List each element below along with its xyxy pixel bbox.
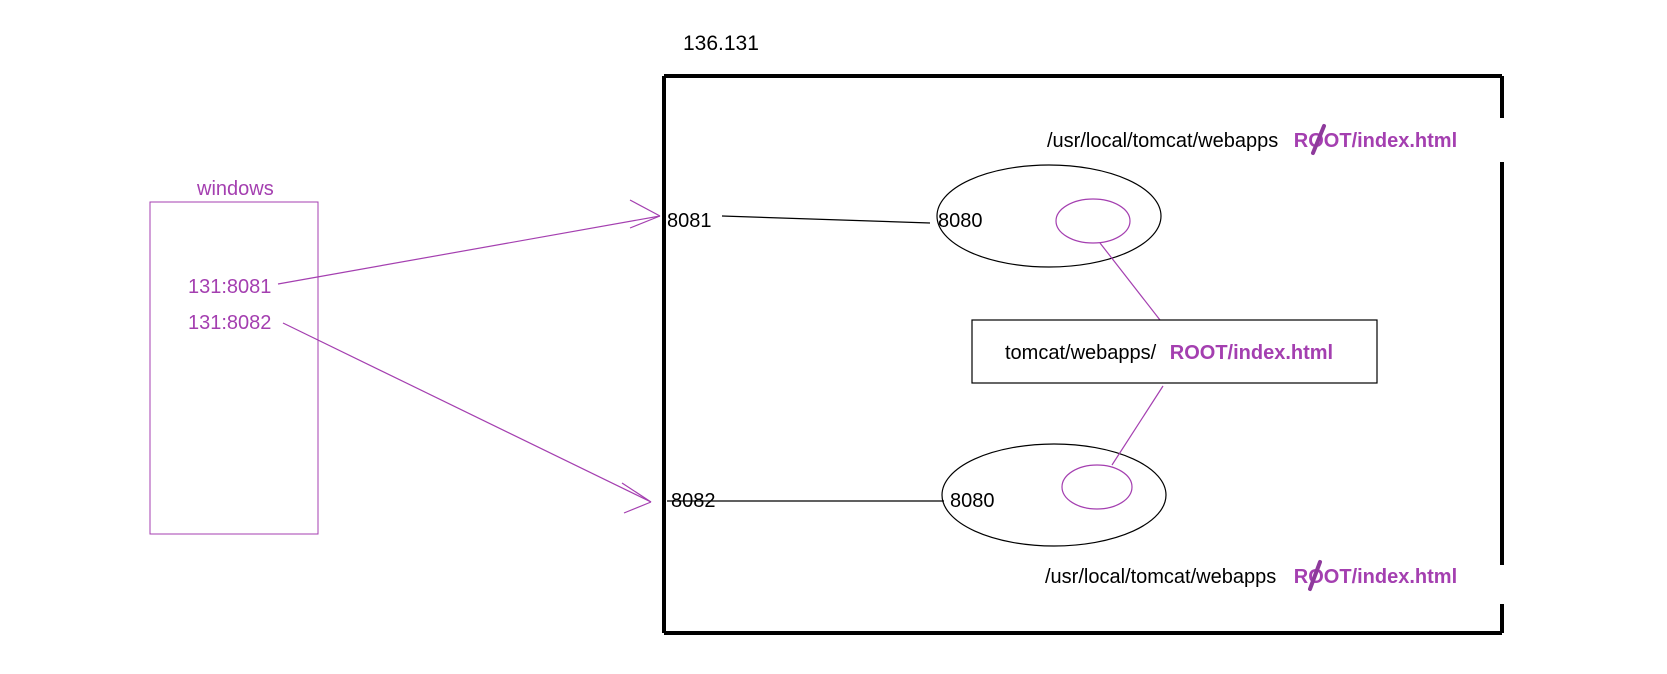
container-bottom-volume bbox=[1061, 464, 1133, 510]
arrow-8082 bbox=[282, 322, 652, 514]
shared-path-suffix: ROOT/index.html bbox=[1170, 342, 1333, 364]
client-entry-8082: 131:8082 bbox=[188, 312, 271, 334]
shared-path-prefix: tomcat/webapps/ bbox=[1005, 342, 1157, 364]
container-top-port: 8080 bbox=[938, 210, 983, 232]
shared-directory-box bbox=[971, 319, 1378, 384]
host-machine-box bbox=[662, 74, 1504, 635]
container-top-volume bbox=[1055, 198, 1131, 244]
arrow-8081 bbox=[277, 199, 661, 285]
container-bottom-path: /usr/local/tomcat/webapps ROOT/index.htm… bbox=[1045, 566, 1457, 588]
volume-link-top bbox=[1099, 242, 1161, 321]
host-port-8081: 8081 bbox=[667, 210, 712, 232]
top-slash-stroke bbox=[1311, 124, 1326, 155]
container-top-path: /usr/local/tomcat/webapps ROOT/index.htm… bbox=[1047, 130, 1457, 152]
bottom-path-prefix: /usr/local/tomcat/webapps bbox=[1045, 566, 1276, 588]
container-bottom-port: 8080 bbox=[950, 490, 995, 512]
volume-link-bottom bbox=[1111, 385, 1164, 466]
windows-label: windows bbox=[196, 178, 274, 200]
client-entry-8081: 131:8081 bbox=[188, 276, 271, 298]
shared-directory-path: tomcat/webapps/ ROOT/index.html bbox=[1005, 342, 1333, 364]
top-path-prefix: /usr/local/tomcat/webapps bbox=[1047, 130, 1278, 152]
windows-client-box bbox=[149, 201, 319, 535]
top-path-suffix: ROOT/index.html bbox=[1294, 130, 1457, 152]
container-bottom bbox=[941, 443, 1167, 547]
host-ip-label: 136.131 bbox=[683, 32, 759, 55]
bottom-path-suffix: ROOT/index.html bbox=[1294, 566, 1457, 588]
container-top bbox=[936, 164, 1162, 268]
bottom-slash-stroke bbox=[1308, 560, 1322, 591]
port-link-top bbox=[721, 215, 931, 224]
